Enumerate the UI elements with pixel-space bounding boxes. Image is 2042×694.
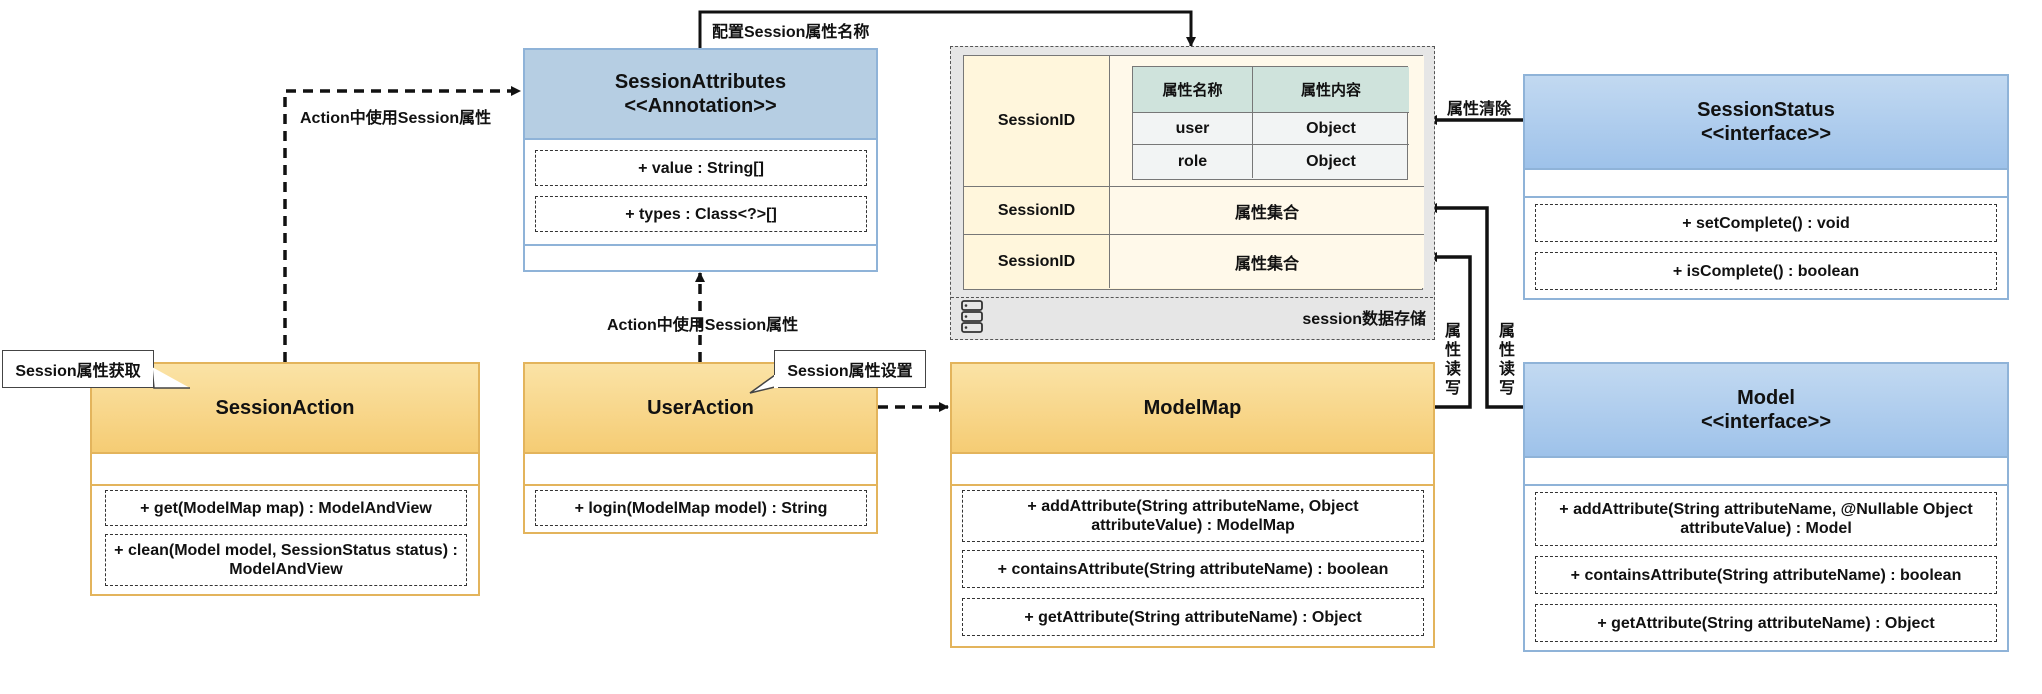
member-method: + addAttribute(String attributeName, @Nu… bbox=[1535, 492, 1997, 546]
session-id-cell: SessionID bbox=[964, 56, 1110, 187]
session-store-label: session数据存储 bbox=[1302, 311, 1426, 328]
inner-table-cell: Object bbox=[1306, 152, 1356, 170]
class-separator bbox=[525, 244, 876, 246]
class-session-action[interactable]: SessionAction + get(ModelMap map) : Mode… bbox=[90, 362, 480, 596]
label-config-session-name: 配置Session属性名称 bbox=[712, 24, 870, 41]
class-separator bbox=[1525, 196, 2007, 198]
label-attribute-clear: 属性清除 bbox=[1447, 101, 1512, 118]
class-name: SessionStatus bbox=[1697, 99, 1835, 121]
inner-table-cell: role bbox=[1133, 145, 1253, 178]
session-id-cell: SessionID bbox=[964, 187, 1110, 235]
class-header: ModelMap bbox=[952, 364, 1433, 454]
class-stereotype: <<Annotation>> bbox=[624, 95, 777, 117]
member-method: + login(ModelMap model) : String bbox=[535, 490, 867, 526]
member-method: + containsAttribute(String attributeName… bbox=[962, 550, 1424, 588]
class-user-action[interactable]: UserAction + login(ModelMap model) : Str… bbox=[523, 362, 878, 534]
arrow-config-session-name bbox=[698, 10, 1196, 48]
class-session-status[interactable]: SessionStatus <<interface>> + setComplet… bbox=[1523, 74, 2009, 300]
session-id-cell: SessionID bbox=[964, 235, 1110, 288]
session-store: SessionID 属性名称 属性内容 user Object role Obj… bbox=[950, 46, 1435, 340]
class-model[interactable]: Model <<interface>> + addAttribute(Strin… bbox=[1523, 362, 2009, 652]
class-header: SessionAttributes <<Annotation>> bbox=[525, 50, 876, 140]
inner-attribute-table: 属性名称 属性内容 user Object role Object bbox=[1132, 66, 1409, 180]
label-attribute-rw-1: 属性读写 bbox=[1444, 323, 1461, 397]
class-name: SessionAction bbox=[215, 397, 355, 419]
session-attributes-cell: 属性集合 bbox=[1110, 187, 1424, 235]
class-name: SessionAttributes bbox=[614, 71, 787, 93]
class-separator bbox=[525, 484, 876, 486]
class-separator bbox=[92, 484, 478, 486]
class-session-attributes[interactable]: SessionAttributes <<Annotation>> + value… bbox=[523, 48, 878, 272]
class-header: UserAction bbox=[525, 364, 876, 454]
class-separator bbox=[1525, 484, 2007, 486]
inner-table-header: 属性内容 bbox=[1253, 67, 1409, 113]
member-method: + containsAttribute(String attributeName… bbox=[1535, 556, 1997, 594]
member-method: + setComplete() : void bbox=[1535, 204, 1997, 242]
inner-table-header: 属性名称 bbox=[1133, 67, 1253, 113]
store-footer-divider bbox=[951, 297, 1433, 298]
class-name: Model bbox=[1737, 387, 1795, 409]
callout-tail bbox=[150, 366, 190, 389]
label-attribute-rw-2: 属性读写 bbox=[1498, 323, 1515, 397]
inner-table-cell: user bbox=[1133, 113, 1253, 145]
class-header: Model <<interface>> bbox=[1525, 364, 2007, 458]
class-separator bbox=[952, 484, 1433, 486]
class-name: UserAction bbox=[647, 397, 754, 419]
session-store-grid: SessionID 属性名称 属性内容 user Object role Obj… bbox=[963, 55, 1424, 290]
label-action-use-session-2: Action中使用Session属性 bbox=[607, 317, 799, 334]
arrow-model-rw bbox=[1427, 203, 1523, 409]
callout-box: Session属性获取 bbox=[2, 350, 154, 388]
callout-tail bbox=[749, 375, 778, 394]
session-attributes-cell: 属性集合 bbox=[1110, 235, 1424, 288]
member-method: + addAttribute(String attributeName, Obj… bbox=[962, 490, 1424, 542]
arrow-modelmap-rw bbox=[1427, 252, 1472, 409]
label-action-use-session-1: Action中使用Session属性 bbox=[300, 110, 492, 127]
class-stereotype: <<interface>> bbox=[1700, 123, 1832, 145]
member-field: + types : Class<?>[] bbox=[535, 196, 867, 232]
session-attributes-cell: 属性名称 属性内容 user Object role Object bbox=[1110, 56, 1424, 187]
class-stereotype: <<interface>> bbox=[1700, 411, 1832, 433]
arrow-sessionaction-to-annotation bbox=[283, 86, 521, 362]
inner-table-cell: Object bbox=[1253, 113, 1409, 145]
database-icon bbox=[961, 300, 983, 333]
callout-box: Session属性设置 bbox=[774, 350, 926, 388]
class-name: ModelMap bbox=[1143, 397, 1242, 419]
member-method: + clean(Model model, SessionStatus statu… bbox=[105, 534, 467, 586]
member-method: + getAttribute(String attributeName) : O… bbox=[962, 598, 1424, 636]
member-method: + isComplete() : boolean bbox=[1535, 252, 1997, 290]
member-method: + getAttribute(String attributeName) : O… bbox=[1535, 604, 1997, 642]
class-header: SessionStatus <<interface>> bbox=[1525, 76, 2007, 170]
class-model-map[interactable]: ModelMap + addAttribute(String attribute… bbox=[950, 362, 1435, 648]
member-field: + value : String[] bbox=[535, 150, 867, 186]
member-method: + get(ModelMap map) : ModelAndView bbox=[105, 490, 467, 526]
